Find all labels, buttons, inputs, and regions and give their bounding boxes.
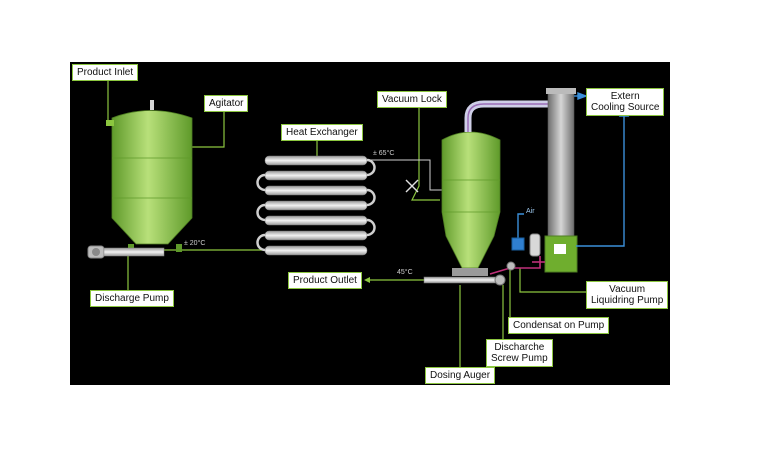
- vacuum-pump-label: Vacuum Liquidring Pump: [586, 281, 669, 309]
- condenser-column: [544, 88, 578, 273]
- vacuum-lock-valve: [405, 179, 419, 193]
- product-inlet-label: Product Inlet: [72, 64, 139, 81]
- vacuum-vessel: [441, 131, 501, 276]
- vacuum-pump-line2: Liquidring Pump: [591, 295, 664, 306]
- return-lines: [489, 256, 545, 275]
- agitator-label: Agitator: [204, 95, 249, 112]
- temp-tank-out: ± 20°C: [184, 240, 206, 247]
- extern-cooling-line2: Cooling Source: [591, 102, 660, 113]
- dosing-auger-label: Dosing Auger: [425, 367, 496, 384]
- air-label: Air: [526, 208, 535, 215]
- screw-pump-line2: Screw Pump: [491, 353, 548, 364]
- heat-exchanger-label: Heat Exchanger: [281, 124, 363, 141]
- vacuum-lock-line: [411, 106, 440, 201]
- extern-cooling-source-label: Extern Cooling Source: [586, 88, 665, 116]
- screw-pump-label: Discharche Screw Pump: [486, 339, 553, 367]
- discharge-pump-label: Discharge Pump: [90, 290, 174, 307]
- temp-outlet: 45°C: [397, 269, 413, 276]
- screw-pump-line1: Discharche: [494, 342, 545, 353]
- temp-heat-exchanger: ± 65°C: [373, 150, 395, 157]
- product-outlet-label: Product Outlet: [288, 272, 362, 289]
- condensate-pump-label: Condensat on Pump: [508, 317, 610, 334]
- extern-cooling-line1: Extern: [610, 91, 640, 102]
- vacuum-pump-line1: Vacuum: [609, 284, 646, 295]
- outlet-pipe: [423, 276, 501, 284]
- vacuum-pump-line: [519, 268, 586, 293]
- discharge-pump: [87, 245, 165, 259]
- heat-exchanger: [264, 155, 368, 256]
- vacuum-lock-label: Vacuum Lock: [377, 91, 447, 108]
- mixing-tank: [106, 100, 193, 252]
